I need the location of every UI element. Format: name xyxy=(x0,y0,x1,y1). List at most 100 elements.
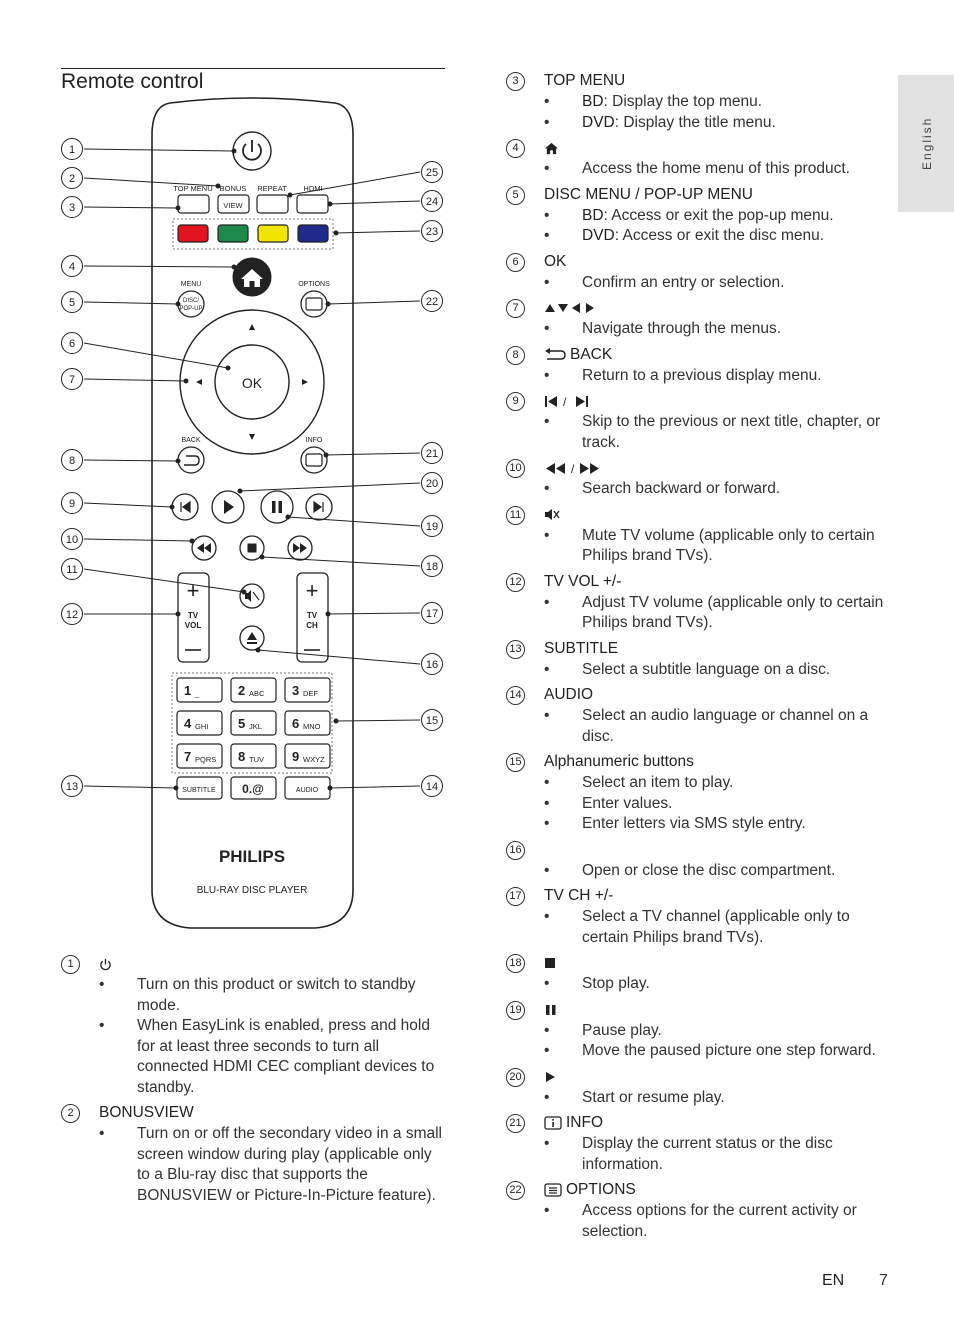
entry-9: 9/Skip to the previous or next title, ch… xyxy=(506,391,891,453)
bullet-item: DVD: Access or exit the disc menu. xyxy=(544,226,891,247)
bullet-item: Select an item to play. xyxy=(544,773,891,794)
callout-circle xyxy=(61,558,83,580)
eject-icon-bar xyxy=(247,642,257,644)
callout-leader xyxy=(325,452,421,456)
bullet-item: Open or close the disc compartment. xyxy=(544,861,891,882)
callout-number: 23 xyxy=(426,226,438,238)
callout-leader xyxy=(239,482,421,492)
home-icon xyxy=(544,138,559,159)
callout-leader xyxy=(335,230,421,234)
entry-1: 1Turn on this product or switch to stand… xyxy=(61,954,445,1098)
entry-7: 7Navigate through the menus. xyxy=(506,298,891,340)
number-key-digit: 8 xyxy=(238,749,245,764)
bullet-text: Search backward or forward. xyxy=(582,480,781,497)
number-key-digit: 6 xyxy=(292,716,299,731)
callout-number: 14 xyxy=(426,781,438,793)
entry-18: 18Stop play. xyxy=(506,953,891,995)
callout-dot xyxy=(215,183,221,189)
number-key-letters: PQRS xyxy=(195,755,216,764)
key-label-info: INFO xyxy=(306,437,323,444)
bullet-item: DVD: Display the title menu. xyxy=(544,113,891,134)
color-key-group xyxy=(172,218,334,250)
callout-number: 19 xyxy=(426,521,438,533)
callout-number: 11 xyxy=(66,564,77,576)
callout-circle xyxy=(421,555,443,577)
bullet-item: Pause play. xyxy=(544,1021,891,1042)
section-rule xyxy=(61,68,445,69)
callout-circle xyxy=(421,161,443,183)
number-key-digit: 7 xyxy=(184,749,191,764)
number-key-group xyxy=(171,672,333,774)
entry-title: BONUSVIEW xyxy=(99,1104,194,1122)
callout-number: 7 xyxy=(506,299,525,318)
bullet-text: : Access or exit the pop-up menu. xyxy=(603,206,834,224)
callout-number: 13 xyxy=(66,781,78,793)
back-button xyxy=(177,446,205,474)
callout-dot xyxy=(325,611,331,617)
callout-number: 12 xyxy=(506,572,525,592)
home-icon-door xyxy=(249,281,255,287)
footer-language: EN xyxy=(822,1272,845,1289)
options-icon xyxy=(305,297,323,311)
key-label-disc: DISC/ xyxy=(183,298,199,304)
entry-13: 13SUBTITLESelect a subtitle language on … xyxy=(506,639,891,681)
callout-circle xyxy=(61,449,83,471)
entry-6: 6OKConfirm an entry or selection. xyxy=(506,252,891,294)
key-label-zero: 0.@ xyxy=(242,782,264,796)
callout-number: 6 xyxy=(69,338,75,350)
info-icon xyxy=(544,1113,562,1134)
next-icon xyxy=(313,500,324,514)
callout-number: 5 xyxy=(506,185,525,205)
bullet-item: Confirm an entry or selection. xyxy=(544,273,891,294)
bullet-item: Access options for the current activity … xyxy=(544,1201,891,1242)
callout-number: 24 xyxy=(426,196,438,208)
callout-circle xyxy=(61,196,83,218)
key-label-tv-ch-tv: TV xyxy=(307,611,318,620)
callout-dot xyxy=(287,192,293,198)
disc-type-term: BD xyxy=(582,93,604,110)
callout-circle xyxy=(421,190,443,212)
back-icon xyxy=(544,345,566,366)
bullet-item: Turn on this product or switch to standb… xyxy=(99,975,445,1016)
bullet-item: Select an audio language or channel on a… xyxy=(544,706,891,747)
info-button xyxy=(300,446,328,474)
bullet-item: Mute TV volume (applicable only to certa… xyxy=(544,526,891,567)
bullet-text: Select an audio language or channel on a… xyxy=(582,707,869,745)
callout-number: 2 xyxy=(61,1104,80,1123)
callout-circle xyxy=(421,220,443,242)
callout-number: 13 xyxy=(506,639,525,659)
right-arrow-icon xyxy=(302,379,308,385)
callout-number: 7 xyxy=(69,374,75,386)
key-label-tv-vol-tv: TV xyxy=(188,611,199,620)
callout-number: 4 xyxy=(506,139,525,158)
mute-icon-x xyxy=(252,591,260,601)
number-key-2 xyxy=(230,677,277,703)
bullet-item: Return to a previous display menu. xyxy=(544,366,891,387)
callout-number: 3 xyxy=(506,72,525,91)
callout-number: 16 xyxy=(506,840,525,860)
entry-11: 11Mute TV volume (applicable only to cer… xyxy=(506,505,891,567)
callout-circle xyxy=(61,332,83,354)
callout-dot xyxy=(259,554,265,560)
number-key-7 xyxy=(176,743,223,769)
callout-circle xyxy=(421,602,443,624)
callout-dot xyxy=(231,148,237,154)
options-button xyxy=(300,290,328,318)
callout-leader xyxy=(83,502,173,508)
entry-10: 10/Search backward or forward. xyxy=(506,458,891,500)
callout-number: 1 xyxy=(69,144,75,156)
callout-dot xyxy=(333,230,339,236)
callout-dot xyxy=(237,488,243,494)
callout-leader xyxy=(261,556,421,567)
callout-number: 15 xyxy=(426,715,438,727)
bullet-text: : Display the title menu. xyxy=(614,113,776,131)
left-entries: 1Turn on this product or switch to stand… xyxy=(61,954,445,1211)
callout-number: 9 xyxy=(69,498,75,510)
color-key xyxy=(177,224,209,243)
bullet-text: Navigate through the menus. xyxy=(582,320,782,337)
entry-title: AUDIO xyxy=(544,686,594,704)
callout-leader xyxy=(329,785,421,789)
callout-number: 14 xyxy=(506,686,525,705)
number-key-digit: 9 xyxy=(292,749,299,764)
